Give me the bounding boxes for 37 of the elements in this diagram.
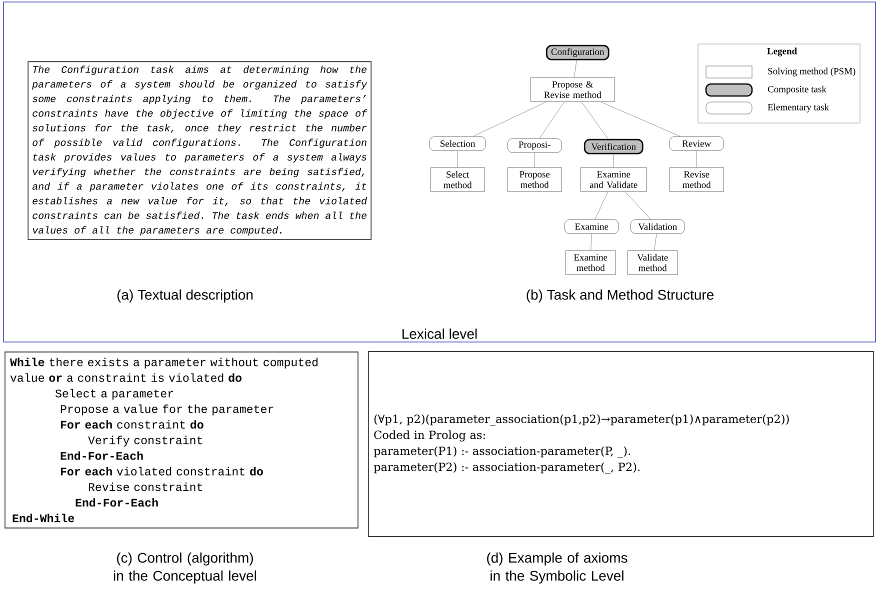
caption: (c) Control (algorithm) in the Conceptual level: [114, 552, 256, 584]
method-box: Select method: [430, 167, 485, 192]
composite-task: Configuration: [546, 44, 610, 60]
legend-text: Elementary task: [768, 104, 830, 112]
connector-line: [581, 102, 608, 140]
connector-line: [613, 154, 614, 168]
elementary-task: Validation: [630, 219, 685, 234]
connector-line: [696, 150, 697, 168]
legend-text: Solving method (PSM): [768, 68, 856, 76]
method-box: Examine and Validate: [580, 167, 647, 192]
method-box: Examine method: [565, 250, 616, 275]
legend-text: Composite task: [768, 86, 826, 94]
elementary-task: Selection: [429, 136, 486, 151]
elementary-task: Review: [669, 136, 724, 151]
method-box: Revise method: [669, 167, 724, 192]
connector-line: [654, 234, 657, 251]
elementary-task: Proposi-: [507, 138, 562, 153]
connector-line: [624, 192, 652, 220]
axiom-box: (∀p1, p2)(parameter_association(p1,p2)→parameter(p1)∧parameter(p2)) Coded in Prolog as: parameter(P1) :- association-parameter(P, _). parameter(P2) :- association-parameter(_, P2).: [368, 351, 874, 537]
algorithm-box: While there exists a parameter without computed value or a constraint is violated do Select a parameter Propose a value for the parameter For each constraint do Verify constraint End-For-Each For each violated constraint do Revise constraint End-For-Each End-While: [4, 352, 358, 528]
caption: (b) Task and Method Structure: [526, 289, 714, 303]
elementary-task: Examine: [564, 219, 619, 234]
caption: (d) Example of axioms in the Symbolic Level: [487, 552, 628, 584]
method-box: Propose & Revise method: [530, 77, 615, 102]
connector-line: [574, 60, 577, 78]
caption: (a) Textual description: [117, 289, 253, 303]
method-box: Propose method: [507, 167, 562, 192]
method-box: Validate method: [627, 250, 678, 275]
connector-line: [472, 102, 547, 137]
connector-line: [600, 102, 680, 137]
connector-line: [457, 150, 458, 168]
connector-line: [594, 192, 608, 220]
connector-line: [590, 234, 592, 251]
composite-task: Verification: [584, 138, 644, 154]
connector-line: [539, 102, 565, 139]
connector-line: [534, 152, 535, 168]
description-box: The Configuration task aims at determining how the parameters of a system should be organized to satisfy some constraints applying to them. The parameters’ constraints have the objective of limiting the space of solutions for the task, once they restrict the number of possible valid configurations. The Configuration task provides values to parameters of a system always verifying whether the constraints are being satisfied, and if a parameter violates one of its constraints, it establishes a new value for it, so that the violated constraints can be satisfied. The task ends when all the values of all the parameters are computed.: [28, 61, 372, 240]
